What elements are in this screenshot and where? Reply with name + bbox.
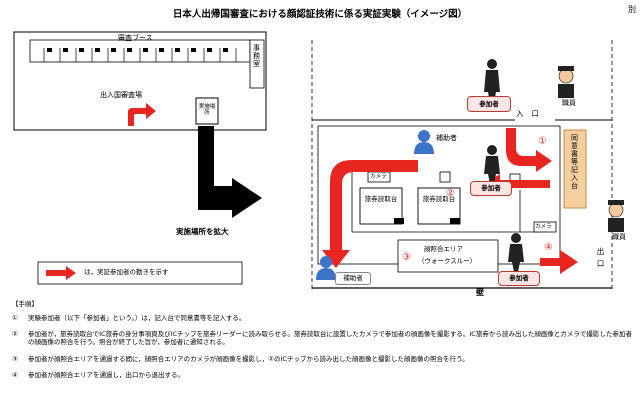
corner-mark: 別 [628, 5, 636, 14]
participant-tag-mid: 参加者 [470, 181, 512, 196]
camera-label-2: カメラ [535, 224, 552, 230]
step-text: 参加者が顔照合エリアを通過し，出口から退出する。 [28, 370, 184, 379]
flow-arrow-1 [506, 128, 552, 172]
assistant-label-bottom: 補助者 [335, 272, 371, 285]
exit-label: 出口 [596, 247, 605, 268]
legend-box [37, 261, 243, 285]
participant-figure-top [484, 59, 500, 104]
expand-arrow [198, 126, 262, 218]
legend-arrow [46, 266, 76, 280]
step-text: 参加者が，旅券読取台でIC旅券の身分事項頁及びICチップを旅券リーダーに読み取ら… [28, 330, 632, 347]
office-room [249, 39, 265, 89]
booth-label: 審査ブース [118, 34, 153, 42]
flow-arrow-4 [540, 250, 578, 274]
step-marker-1: ① [538, 136, 547, 147]
staff-label-top: 職員 [562, 99, 576, 107]
participant-tag-top: 参加者 [467, 96, 511, 112]
flow-arrow-3 [322, 160, 418, 268]
consent-desk-label: 同意書等記入台 [571, 134, 578, 191]
hall-label: 出入国審査場 [100, 91, 142, 99]
wall-label: 壁 [476, 288, 484, 297]
assistant-figure-top [414, 130, 434, 154]
office-label: 事務室 [253, 44, 260, 69]
face-area-box [397, 239, 499, 273]
step-number: ① [12, 314, 18, 323]
walk-through-label: （ウォークスルー） [418, 257, 477, 265]
step-text: 参加者が顔照合エリアを通過する間に，顔照合エリアのカメラが顔画像を撮影し，②のI… [28, 354, 469, 363]
step-number: ③ [12, 354, 18, 363]
diagram-title: 日本人出帰国審査における顔認証技術に係る実証実験（イメージ図） [172, 9, 468, 20]
hall-flow-arrow [128, 103, 156, 126]
step-row: ③ 参加者が顔照合エリアを通過する間に，顔照合エリアのカメラが顔画像を撮影し，②… [12, 355, 632, 363]
flow-arrow-2 [484, 174, 550, 194]
expand-label: 実施場所を拡大 [176, 227, 229, 236]
staff-figure-bottom [608, 200, 624, 232]
staff-label-bottom: 職員 [612, 233, 626, 241]
participant-figure-mid [484, 145, 500, 184]
diagram-canvas [13, 31, 624, 290]
step-marker-3: ③ [402, 252, 411, 263]
face-area-label: 顔照合エリア [424, 245, 463, 253]
step-marker-2: ② [446, 188, 455, 199]
reader-label-1: 旅券読取台 [364, 195, 398, 203]
legend-text: は，実証参加者の動きを示す [84, 268, 169, 276]
consent-desk [563, 129, 587, 209]
participant-tag-bottom: 参加者 [498, 271, 540, 286]
booth-dividers [43, 48, 237, 62]
step-row: ④ 参加者が顔照合エリアを通過し，出口から退出する。 [12, 371, 632, 379]
step-number: ④ [12, 370, 18, 379]
camera-label-1: カメラ [370, 174, 387, 180]
step-text: 実験参加者（以下「参加者」という。）は，記入台で同意書等を記入する。 [28, 314, 246, 323]
staff-figure-top [558, 66, 574, 98]
entrance-label: 入口 [516, 109, 547, 118]
step-marker-4: ④ [544, 242, 553, 253]
participant-figure-bottom [508, 233, 524, 272]
reader-label-2: 旅券読取台 [422, 195, 456, 203]
assistant-figure-bottom [316, 256, 336, 280]
step-row: ② 参加者が，旅券読取台でIC旅券の身分事項頁及びICチップを旅券リーダーに読み… [12, 330, 632, 346]
step-row: ① 実験参加者（以下「参加者」という。）は，記入台で同意書等を記入する。 [12, 314, 632, 322]
site-label: 実施場所 [198, 104, 216, 117]
booth-desks [47, 48, 228, 52]
steps-header: 【手順】 [12, 300, 38, 308]
site-box [195, 97, 219, 125]
procedure-steps: 【手順】 ① 実験参加者（以下「参加者」という。）は，記入台で同意書等を記入する… [12, 300, 632, 387]
step-number: ② [12, 330, 18, 339]
assistant-label-top: 補助者 [436, 134, 457, 142]
